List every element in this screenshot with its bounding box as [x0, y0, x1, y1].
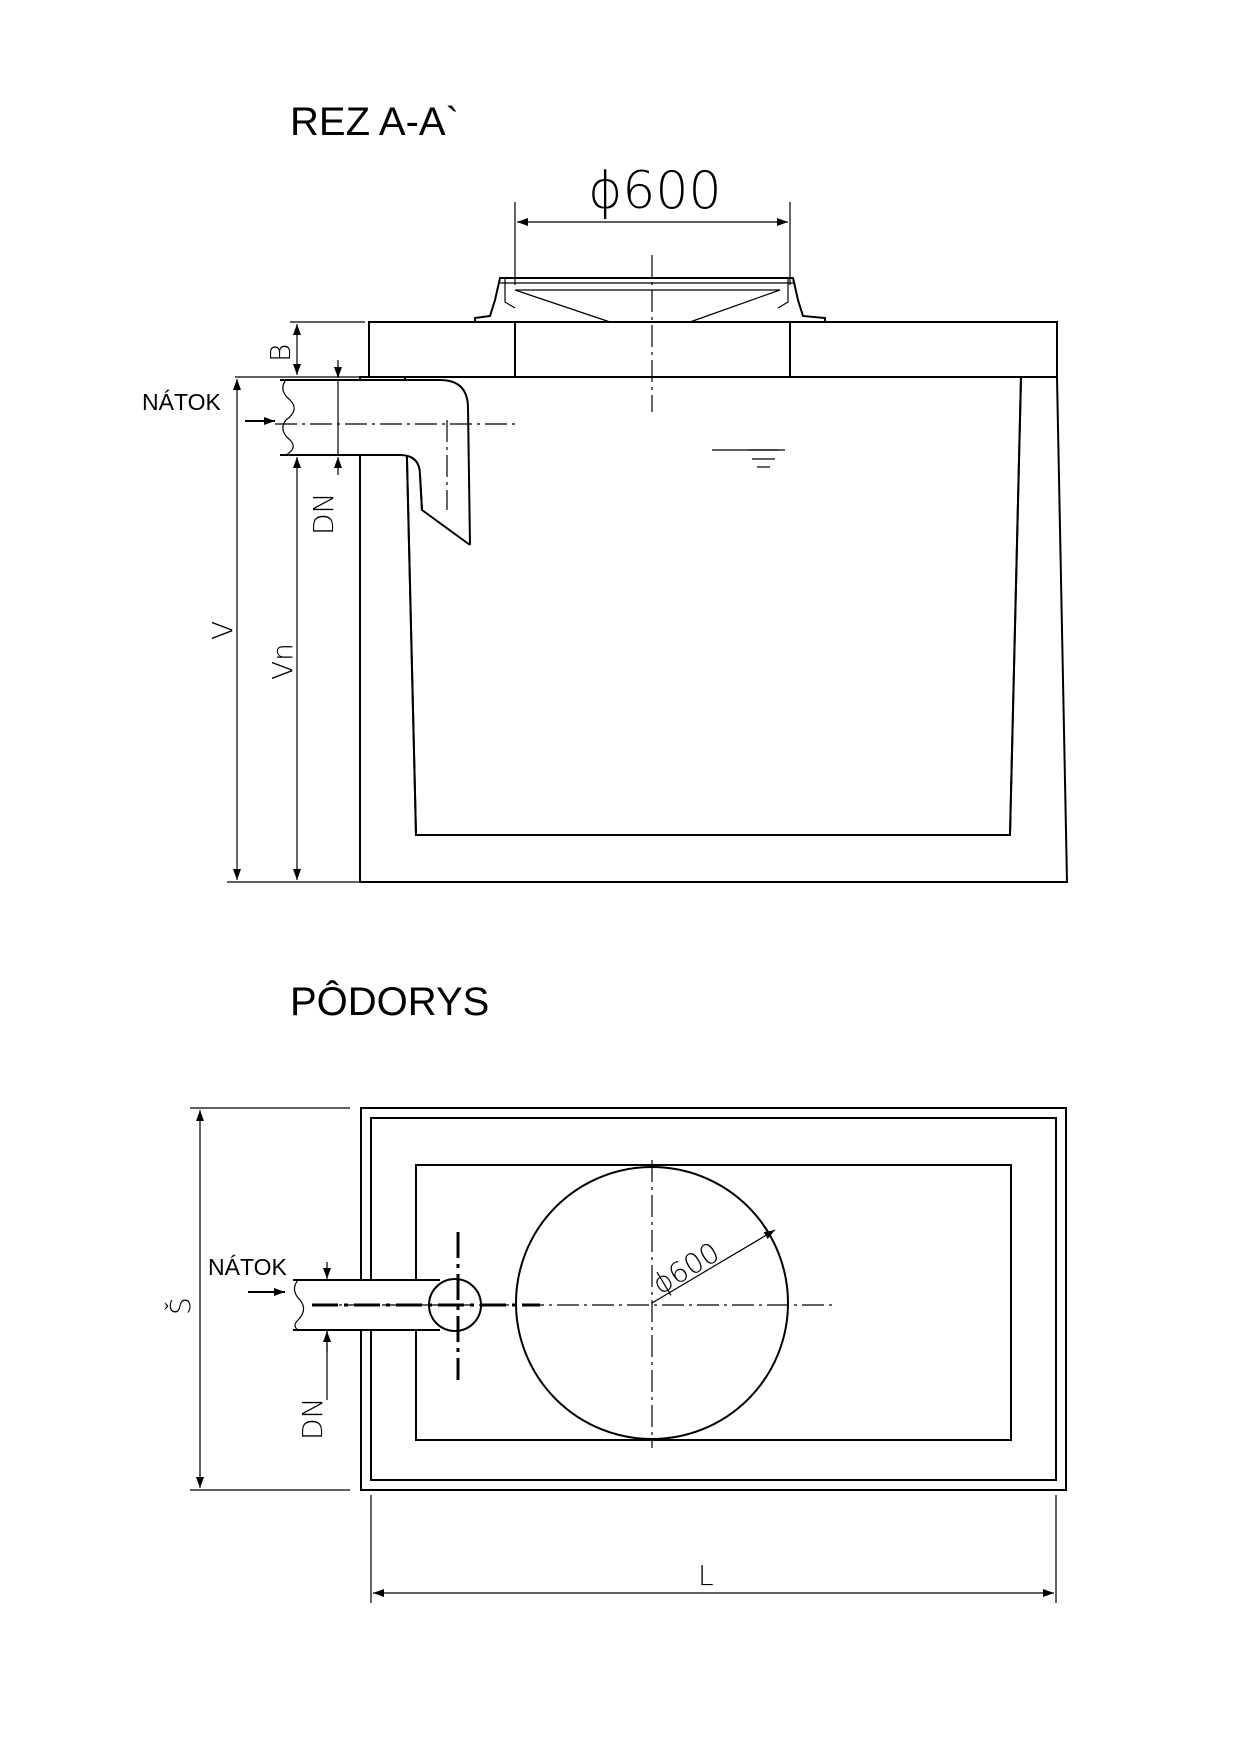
manhole-frame: [474, 277, 826, 323]
top-slab: [368, 321, 1058, 378]
dim-dn-label: DN: [307, 492, 340, 535]
dim-v-label: V: [206, 621, 239, 640]
cover-dim-label: ϕ600: [588, 161, 722, 221]
manhole-radius: [651, 1229, 776, 1304]
section-title: REZ A-A`: [290, 100, 459, 144]
l-dimension: [370, 1495, 1057, 1603]
dim-s-label: Š: [163, 1297, 197, 1315]
cover-dimension: [514, 202, 791, 285]
dim-vn-label: Vn: [266, 643, 299, 680]
dim-b-label: B: [264, 344, 297, 362]
plan-dim-dn-label: DN: [296, 1397, 329, 1440]
inlet-pipe-section: [280, 379, 471, 546]
section-inlet-label: NÁTOK: [142, 389, 221, 415]
v-dimension: [227, 379, 360, 883]
plan-title: PÔDORYS: [290, 979, 489, 1024]
plan-outline: [360, 1107, 1067, 1491]
tank-walls: [359, 376, 1069, 883]
water-level-symbol: [712, 449, 785, 468]
plan-circle-dim: ϕ600: [647, 1236, 726, 1301]
s-dimension: [190, 1107, 350, 1491]
dim-l-label: L: [698, 1559, 714, 1592]
b-dimension: [235, 321, 365, 378]
plan-inlet-label: NÁTOK: [208, 1254, 287, 1280]
